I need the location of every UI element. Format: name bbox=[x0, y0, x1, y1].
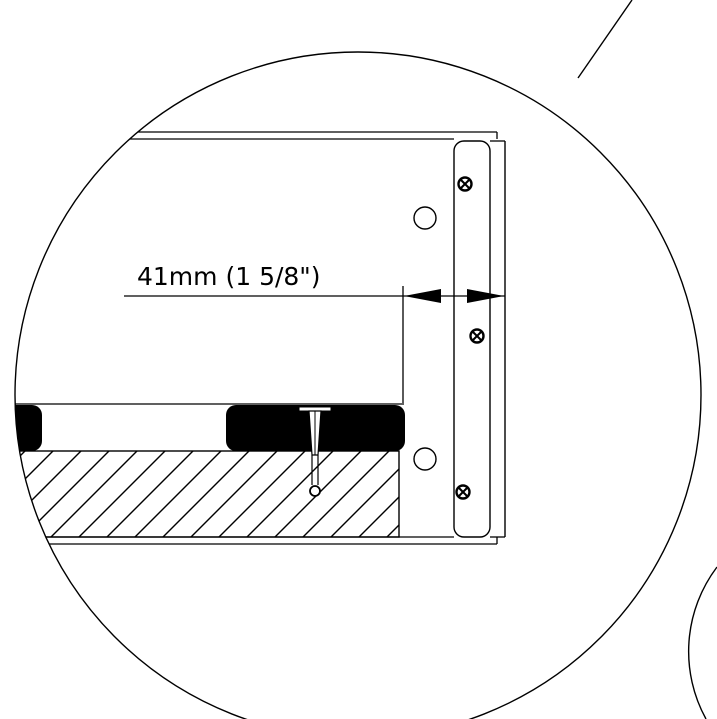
nail-fastener bbox=[298, 406, 332, 497]
dimension-label: 41mm (1 5/8") bbox=[137, 262, 321, 291]
hatched-base bbox=[15, 450, 400, 538]
mounting-hole bbox=[413, 206, 437, 230]
black-pad-left bbox=[15, 405, 42, 451]
dimension-arrow-left bbox=[404, 289, 441, 303]
screw-icon bbox=[455, 484, 471, 500]
mounting-hole bbox=[413, 447, 437, 471]
leader-line bbox=[577, 0, 633, 79]
dimension-arrow-right bbox=[467, 289, 504, 303]
adjacent-detail-circle bbox=[688, 566, 717, 719]
detail-content: 41mm (1 5/8") bbox=[15, 131, 506, 545]
screw-icon bbox=[457, 176, 473, 192]
screw-icon bbox=[469, 328, 485, 344]
detail-circle bbox=[14, 51, 702, 719]
